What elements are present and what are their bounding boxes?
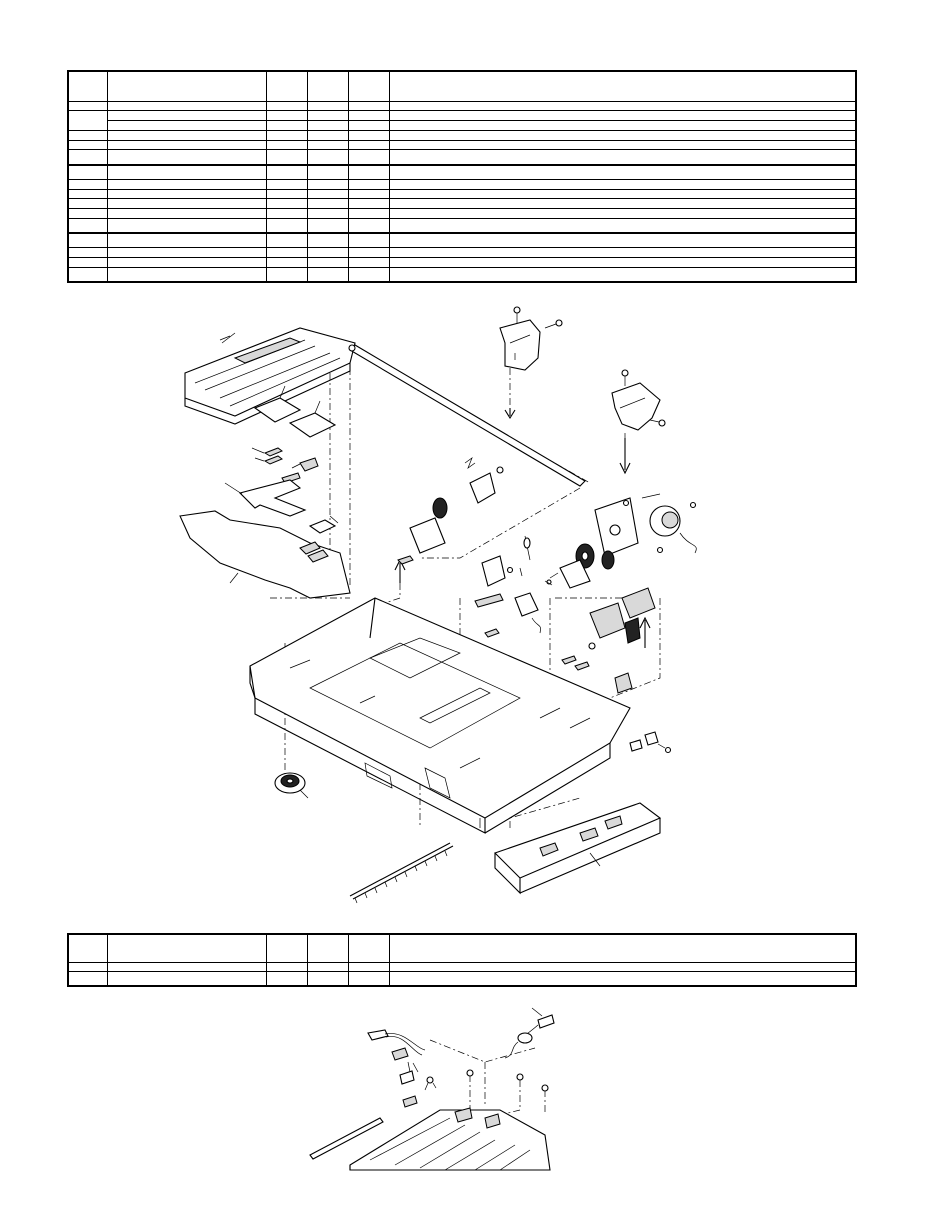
screw-icon [656,546,664,554]
col-new-mark [307,933,349,963]
col-new-mark [307,70,349,102]
screw-icon [466,1069,474,1077]
table-row [67,163,857,180]
col-no [67,70,108,102]
screw-icon [622,499,630,507]
col-description [389,70,857,102]
screw-icon [658,419,666,427]
table-row [67,266,857,283]
flat-cable [224,479,307,517]
table-row [67,188,857,200]
gear-icon [432,497,448,519]
table-row [67,971,857,987]
harness-diagram [300,1000,570,1175]
col-price-rank [266,933,308,963]
sensor-bracket [481,555,553,634]
col-price-rank [266,70,308,102]
gear-icon [601,550,615,570]
long-shaft [348,344,586,487]
screw-icon [664,746,672,754]
table-row [67,232,857,249]
table-row [67,198,857,210]
assembly-arrows [394,408,651,648]
brush-strip [349,842,454,904]
small-hardware [629,731,672,754]
ferrite-cable [504,1007,555,1059]
screw-icon [513,306,521,314]
small-pads [251,447,319,484]
col-part-rank [348,933,390,963]
screw-icon [426,1076,434,1084]
guide-rod [309,1117,384,1160]
col-part-rank [348,70,390,102]
table-row [67,178,857,190]
col-parts-code [107,70,267,102]
col-description [389,933,857,963]
table-row [67,961,857,973]
screw-icon [555,319,563,327]
exploded-parts-diagram [160,298,720,913]
table-row [67,247,857,258]
film-sheets [253,385,337,438]
screw-icon [689,501,697,509]
top-bracket [499,306,563,371]
table-row [67,149,857,166]
left-gear-assembly [409,457,531,577]
screw-icon [516,1073,524,1081]
lower-frame [349,1107,551,1171]
wire-harness [367,1029,426,1108]
large-flat-cable [179,510,351,599]
screw-icon [506,566,514,574]
table-row [67,139,857,151]
col-parts-code [107,933,267,963]
screw-icon [541,1084,549,1092]
gear-icon [624,617,641,644]
table-row [68,120,857,131]
spur-gear [274,772,309,799]
lower-parts-table [67,933,857,987]
scanner-unit [184,327,356,425]
table-row [67,129,857,141]
drive-assembly [546,493,697,589]
right-bracket [611,369,666,475]
table-header-row [67,933,857,963]
table-header-row [67,70,857,102]
table-row [67,208,857,219]
table-row [67,257,857,268]
table-row [67,217,857,234]
assembly-guide-lines [429,1039,546,1116]
screw-icon [621,369,629,377]
table-row [67,110,857,131]
main-chassis [249,597,631,834]
guide-tray [493,802,662,895]
chassis-pads [397,555,656,694]
table-row [67,100,857,112]
col-no [67,933,108,963]
upper-parts-table [67,70,857,283]
